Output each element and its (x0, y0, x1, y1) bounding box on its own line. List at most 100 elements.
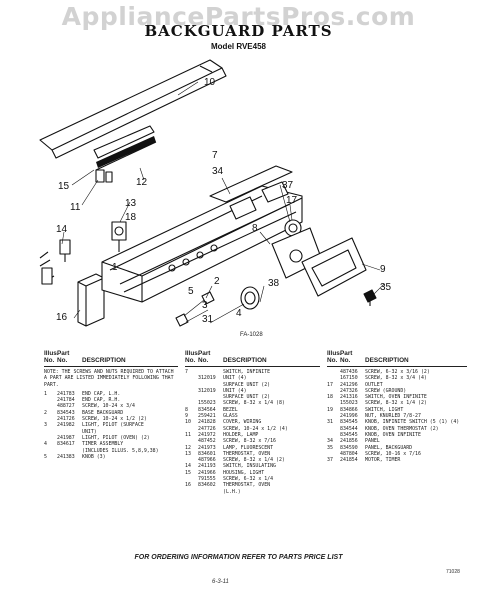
header-rule (185, 366, 320, 367)
part-description: END CAP, L.H. (82, 390, 121, 397)
part-description: TIMER ASSEMBLY (82, 441, 124, 448)
part-number: 834545 (340, 419, 358, 426)
part-number: 834602 (198, 482, 216, 489)
part-number: 155023 (340, 400, 358, 407)
part-description: SCREW, 10-24 x 3/4 (82, 403, 135, 410)
illus-header: Illus. (185, 350, 200, 357)
part-description: KNOB, OVEN THERMOSTAT (2) (365, 425, 439, 432)
callout-9: 9 (380, 264, 386, 275)
part-number: 241828 (198, 419, 216, 426)
illus-number: 19 (327, 406, 333, 413)
part-description: SURFACE UNIT (2) (223, 381, 271, 388)
part-16-end-cap-lh (77, 273, 105, 327)
part-number: 241856 (340, 438, 358, 445)
part-description: PANEL (365, 438, 380, 445)
part-description: SCREW, 10-24 x 1/2 (4) (223, 425, 288, 432)
illus-number: 15 (185, 469, 191, 476)
column-header: Illus.Part No.No.DESCRIPTION (327, 350, 467, 364)
part-number: 241193 (198, 463, 216, 470)
part-description: KNOB, INFINITE SWITCH (5 (1) (4) (365, 419, 460, 426)
callout-12: 12 (136, 177, 148, 188)
part-description: (L.H.) (223, 488, 241, 495)
page-code: 71028 (446, 569, 460, 575)
part-description: NUT, KNURLED 7/8-27 (365, 413, 421, 420)
part-number: 241296 (340, 381, 358, 388)
part-9-bezel-glass (301, 237, 367, 297)
part-description: SCREW, 6-32 x 1/4 (223, 476, 274, 483)
illus-number: 14 (185, 463, 191, 470)
callout-3: 3 (202, 300, 208, 311)
callout-7: 7 (212, 150, 218, 161)
part-number: 834590 (340, 444, 358, 451)
part-15-light-housing (93, 125, 157, 171)
part-description: THERMOSTAT, OVEN (223, 482, 271, 489)
callout-5: 5 (188, 286, 194, 297)
illus-number: 4 (44, 441, 47, 448)
part-number: 241316 (340, 394, 358, 401)
part-description: PANEL, BACKGUARD (365, 444, 413, 451)
illus-no-header: No. (185, 357, 196, 364)
part-number: 834866 (340, 406, 358, 413)
illus-number: 1 (44, 390, 47, 397)
part-description: HOUSING, LIGHT (223, 469, 265, 476)
column-header: Illus.Part No.No.DESCRIPTION (44, 350, 178, 364)
illus-number: 31 (327, 419, 333, 426)
illus-number: 37 (327, 457, 333, 464)
description-header: DESCRIPTION (365, 357, 409, 364)
part-description: UNIT (4) (223, 387, 247, 394)
part-number: 791555 (198, 476, 216, 483)
part-description: HOLDER, LAMP (223, 431, 259, 438)
part-description: THERMOSTAT, OVEN (223, 450, 271, 457)
illus-number: 7 (185, 369, 188, 375)
table-row: SURFACE UNIT (2) (185, 382, 320, 388)
part-number: 241726 (57, 416, 75, 423)
illus-no-header: No. (44, 357, 55, 364)
part-description: LAMP, FLUORESCENT (223, 444, 274, 451)
table-row: SURFACE UNIT (2) (185, 394, 320, 400)
part-description: OUTLET (365, 381, 383, 388)
part-number: 834543 (57, 409, 75, 416)
part-description: SCREW, 8-32 x 3/4 (4) (365, 375, 427, 382)
callout-10: 10 (204, 77, 216, 88)
part-description: SWITCH, INFINITE (223, 369, 271, 375)
part-number: 241987 (57, 434, 75, 441)
part-description: SWITCH, INSULATING (223, 463, 276, 470)
header-rule (44, 366, 178, 367)
illus-number: 2 (44, 409, 47, 416)
callout-4: 4 (236, 308, 242, 319)
part-description: UNIT) (82, 428, 97, 435)
part-number: 834601 (198, 450, 216, 457)
part-number: 834564 (198, 406, 216, 413)
callout-1: 1 (112, 262, 118, 273)
watermark: AppliancePartsPros.com (61, 2, 416, 31)
part-description: SURFACE UNIT (2) (223, 394, 271, 401)
part-number: 259421 (198, 413, 216, 420)
table-row: 312019 UNIT (4) (185, 388, 320, 394)
part-number: 247326 (340, 387, 358, 394)
part-description: SCREW (GROUND) (365, 387, 407, 394)
table-row: 791555 SCREW, 6-32 x 1/4 (185, 476, 320, 482)
part-number: 312019 (198, 387, 216, 394)
